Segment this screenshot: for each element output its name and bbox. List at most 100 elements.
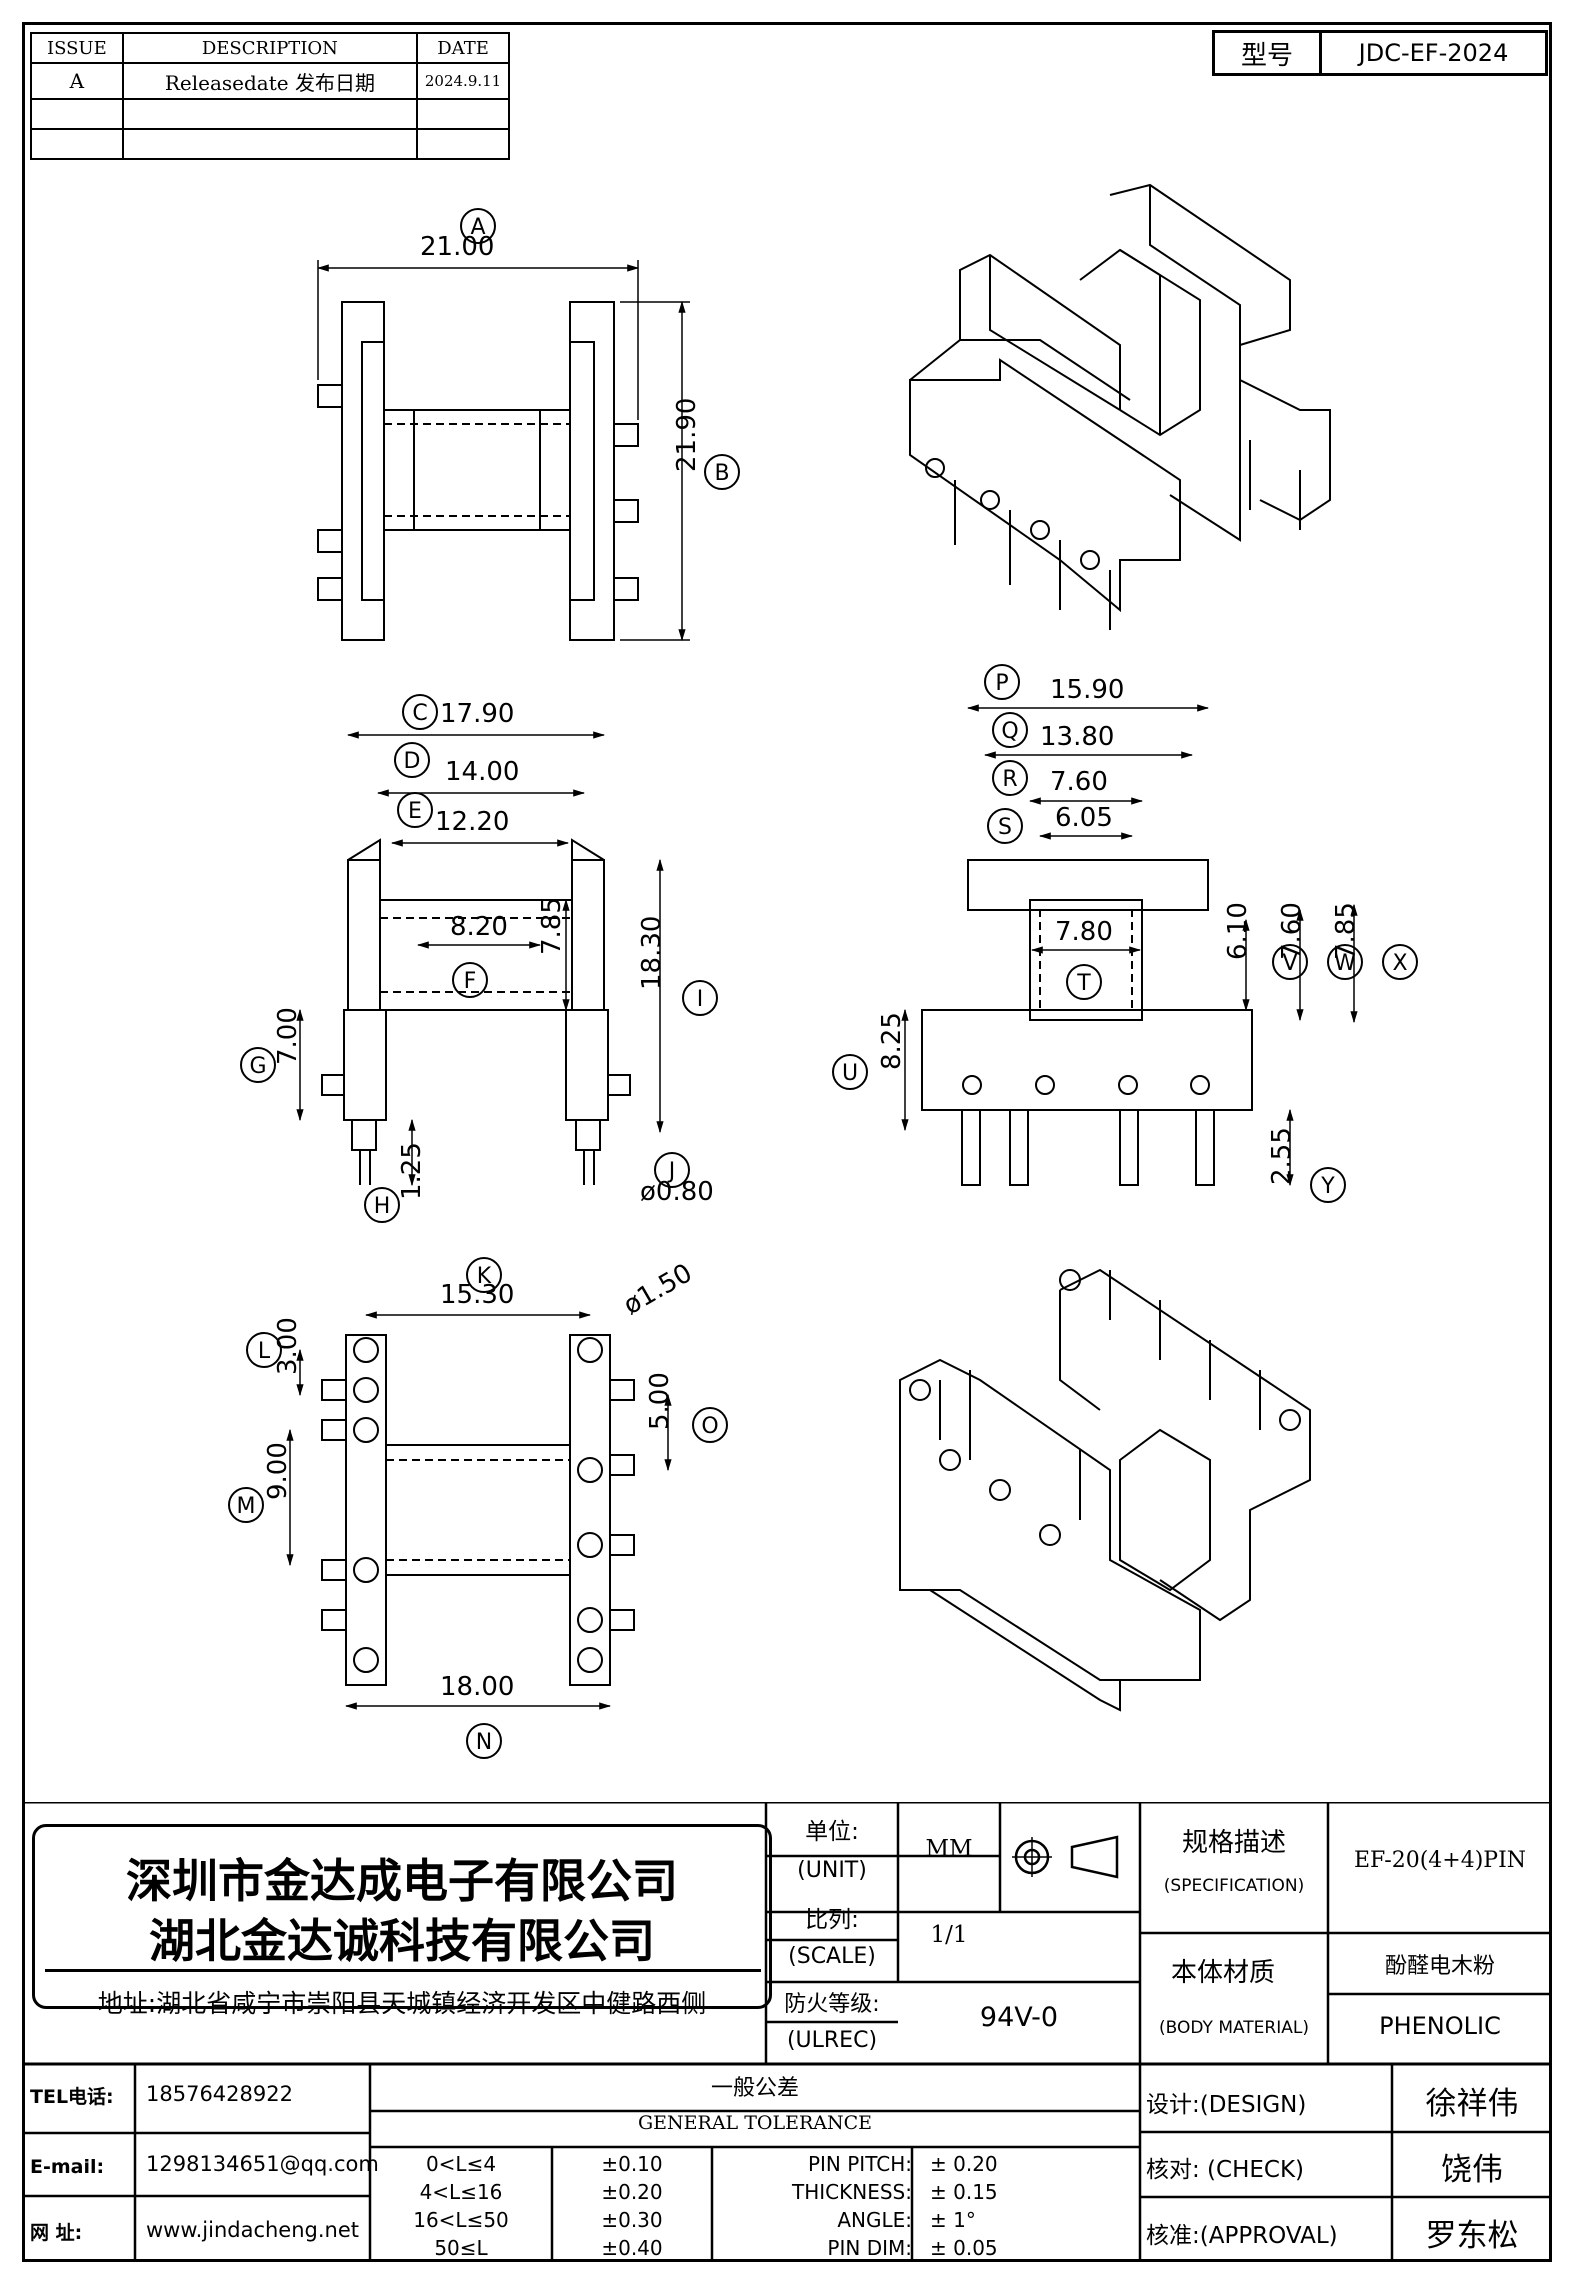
bottom-view-pin-markers [353, 1337, 603, 1673]
tolerance-range: 0<L≤4 [425, 2152, 497, 2176]
material-value-en: PHENOLIC [1379, 2012, 1501, 2040]
dimension-value: 6.05 [1055, 803, 1113, 833]
iso-right-flange [1109, 183, 1291, 346]
dimension-value: 17.90 [440, 699, 514, 729]
dimension-tag-letter: F [464, 969, 477, 994]
tolerance-val: ± 0.05 [930, 2236, 998, 2260]
dimension-value: 15.90 [1050, 675, 1124, 705]
top-view-tube-collar [383, 409, 415, 531]
dimension-tag-letter: U [842, 1061, 858, 1086]
dimension-tag-circle [228, 1487, 264, 1523]
dimension-tag-letter: X [1392, 951, 1407, 976]
dimension-value: ø0.80 [640, 1177, 714, 1207]
dimension-value: 8.20 [450, 912, 508, 942]
dimension-tag-letter: J [667, 1159, 676, 1184]
material-value-cn: 酚醛电木粉 [1384, 1954, 1495, 1979]
top-view-pin-stub [317, 384, 343, 408]
side-view-pin [1195, 1109, 1215, 1186]
front-view-pin [575, 1119, 601, 1151]
projection-symbol-cone [1070, 1835, 1119, 1879]
top-view-pin-stub [613, 499, 639, 523]
tolerance-tol: ±0.40 [601, 2236, 663, 2260]
top-view-pin-stub [613, 423, 639, 447]
spec-value: EF-20(4+4)PIN [1353, 1848, 1527, 1873]
dimension-tag-circle [402, 694, 438, 730]
top-view-pin-stub [317, 529, 343, 553]
dimension-tag-circle [1272, 944, 1308, 980]
spec-label: 规格描述 [1181, 1828, 1286, 1858]
revision-description: Releasedate 发布日期 [121, 62, 419, 100]
dimension-value: 7.00 [273, 1007, 303, 1065]
dimension-tag-circle [987, 808, 1023, 844]
title-block-grid [22, 1802, 1552, 2262]
ul-label: 防火等级: [784, 1992, 880, 2017]
bottom-view-tube [385, 1444, 571, 1576]
side-view [901, 704, 1358, 1187]
dimension-value: 18.30 [637, 916, 667, 990]
scale-label: 比列: [805, 1907, 859, 1933]
tolerance-range: 50≤L [434, 2236, 488, 2260]
company-box: 深圳市金达成电子有限公司 湖北金达诚科技有限公司 [32, 1824, 772, 2009]
dimension-value: 14.00 [445, 757, 519, 787]
revision-cell [30, 128, 124, 160]
tolerance-val: ± 0.15 [930, 2180, 998, 2204]
email-label: E-mail: [30, 2156, 105, 2178]
dimension-tag-circle [452, 962, 488, 998]
dimension-value: ø1.50 [619, 1258, 698, 1321]
dimension-value: 8.25 [877, 1012, 907, 1070]
revision-cell [121, 128, 419, 160]
top-view-tube-collar [539, 409, 571, 531]
dimension-tag-circle [246, 1332, 282, 1368]
tolerance-tol: ±0.20 [601, 2180, 663, 2204]
dimension-tag-circle [682, 980, 718, 1016]
revision-header-issue: ISSUE [30, 32, 124, 64]
tel-value: 18576428922 [146, 2082, 293, 2106]
dimension-value: 6.10 [1223, 902, 1253, 960]
dimension-value: 5.00 [645, 1372, 675, 1430]
revision-cell [121, 98, 419, 130]
tolerance-tol: ±0.10 [601, 2152, 663, 2176]
tolerance-tol: ±0.30 [601, 2208, 663, 2232]
dimension-value: 21.90 [672, 398, 702, 472]
iso-side-pins [1239, 379, 1331, 522]
dimension-tag-circle [466, 1723, 502, 1759]
revision-header-date: DATE [416, 32, 510, 64]
dimension-value: 13.80 [1040, 722, 1114, 752]
front-view-tube [379, 899, 573, 1011]
dimension-value: 7.85 [1331, 902, 1361, 960]
iso-view-top [909, 183, 1331, 630]
dimension-tag-circle [692, 1407, 728, 1443]
dimension-tag-circle [704, 454, 740, 490]
iso-pin-head [925, 458, 945, 478]
tolerance-item: ANGLE: [837, 2208, 912, 2232]
dimension-tag-letter: A [470, 215, 485, 240]
dimension-tag-circle [1066, 964, 1102, 1000]
dimension-tag-circle [460, 208, 496, 244]
dimension-tag-circle [394, 742, 430, 778]
revision-header-description: DESCRIPTION [121, 32, 419, 64]
tolerance-item: PIN DIM: [827, 2236, 912, 2260]
model-label: 型号 [1215, 33, 1322, 73]
tolerance-item: PIN PITCH: [807, 2152, 912, 2176]
dimension-tag-letter: D [404, 749, 421, 774]
bottom-view [286, 1311, 672, 1710]
design-value: 徐祥伟 [1425, 2086, 1519, 2122]
dimension-tag-letter: G [249, 1054, 266, 1079]
front-view-pin [351, 1119, 377, 1151]
dimension-tag-circle [984, 664, 1020, 700]
dimension-tag-letter: V [1282, 951, 1297, 976]
tolerance-item: THICKNESS: [792, 2180, 912, 2204]
dimension-value: 7.60 [1277, 902, 1307, 960]
ul-value: 94V-0 [979, 2002, 1059, 2033]
dimension-tag-circle [654, 1152, 690, 1188]
dimension-tag-letter: R [1002, 767, 1017, 792]
dimension-tag-circle [992, 712, 1028, 748]
dimension-value: 7.80 [1055, 917, 1113, 947]
revision-cell [416, 128, 510, 160]
dimension-value: 18.00 [440, 1672, 514, 1702]
dimension-tag-circle [240, 1047, 276, 1083]
unit-label: 单位: [805, 1819, 859, 1845]
revision-cell [30, 98, 124, 130]
revision-table: ISSUE DESCRIPTION DATE A Releasedate 发布日… [30, 32, 510, 160]
company-name-1: 深圳市金达成电子有限公司 [126, 1854, 678, 1908]
